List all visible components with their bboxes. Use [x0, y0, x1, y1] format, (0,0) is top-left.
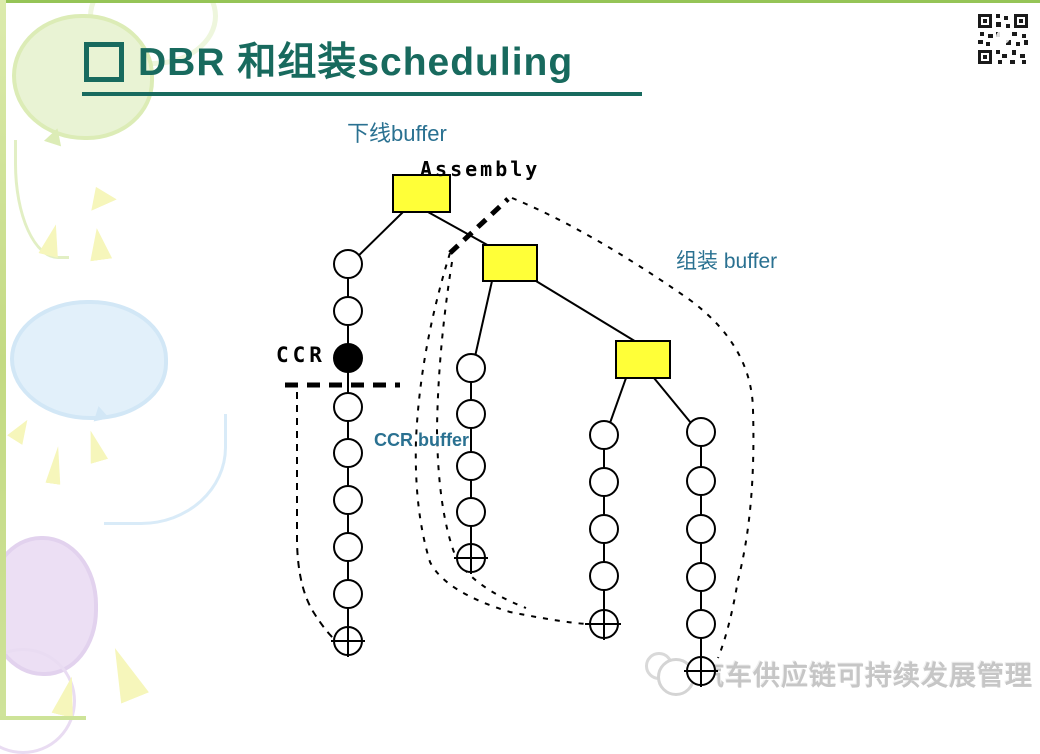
crossed-circle-node [585, 608, 621, 640]
watermark: 汽车供应链可持续发展管理 [645, 650, 1033, 696]
ccr-label: CCR [276, 343, 326, 367]
qr-code-icon [972, 8, 1034, 70]
green-balloon-string [14, 140, 69, 259]
page-title: DBR 和组装scheduling [138, 40, 574, 84]
assembly-buffer-region [414, 197, 755, 659]
sparkle-icon [101, 642, 149, 703]
crossed-circle-node [454, 542, 488, 574]
green-balloon-icon [12, 14, 154, 140]
slide-title-block: DBR 和组装scheduling [82, 36, 642, 96]
sparkle-icon [83, 181, 117, 211]
chain-assembly-feed-3 [684, 417, 718, 687]
assembly-buffer-node-2 [615, 340, 671, 379]
crossed-circle-node [684, 655, 718, 687]
assembly-buffer-label: 组装 buffer [676, 250, 778, 273]
sparkle-icon [45, 445, 65, 485]
blue-balloon-string [104, 414, 227, 525]
sparkle-icon [7, 415, 35, 445]
ccr-buffer-label: CCR buffer [374, 430, 469, 450]
title-bullet-square-icon [84, 42, 124, 82]
sparkle-icon [86, 227, 112, 262]
blue-balloon-icon [10, 300, 168, 420]
assembly-buffer-node-1 [482, 244, 538, 282]
assembly-label: Assembly [420, 157, 541, 181]
ccr-buffer-region [285, 382, 400, 640]
chain-assembly-feed-1 [454, 353, 488, 574]
offline-buffer-label: 下线buffer [347, 121, 447, 146]
slide-top-border [0, 0, 1040, 3]
qr-code-pattern [972, 8, 1034, 70]
dbr-diagram [270, 150, 790, 710]
chain-assembly-feed-2 [585, 420, 621, 640]
ccr-node [333, 343, 363, 373]
slide-left-border [0, 0, 6, 720]
buffer-nodes [392, 174, 671, 379]
crossed-circle-node [331, 625, 365, 657]
watermark-text: 汽车供应链可持续发展管理 [697, 660, 1033, 691]
slide-bottom-accent [0, 716, 86, 720]
offline-buffer-node [392, 174, 451, 213]
chain-ccr-line [331, 249, 365, 657]
